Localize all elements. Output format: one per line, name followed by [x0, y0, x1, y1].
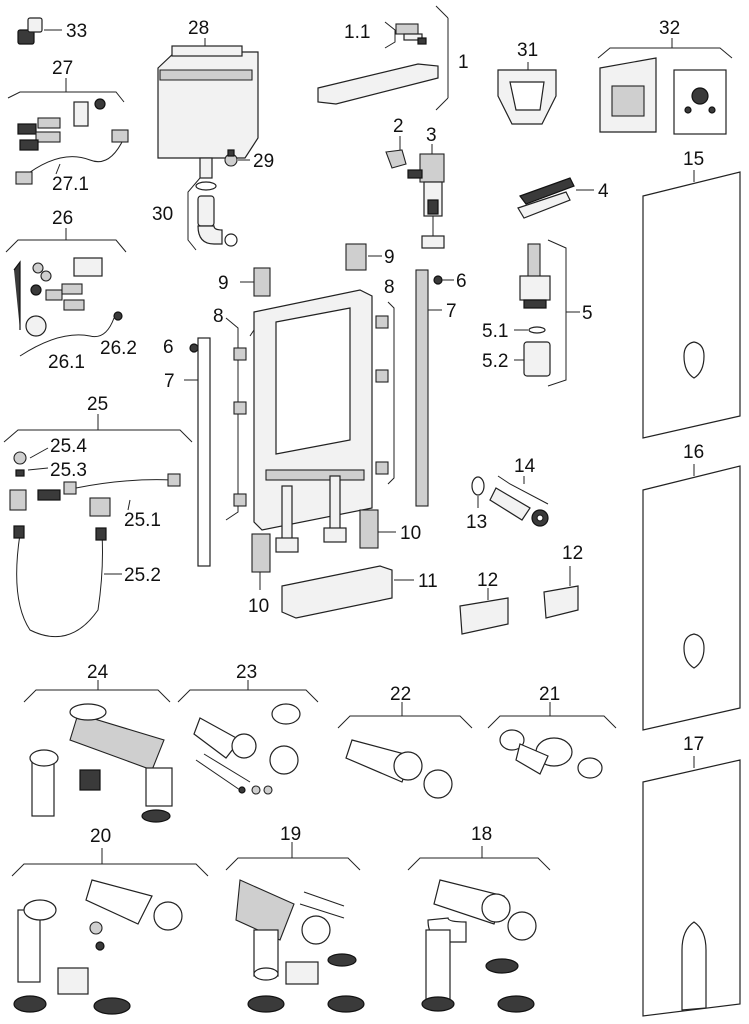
label-6a: 6	[456, 271, 467, 292]
label-8a: 8	[213, 306, 224, 327]
label-25: 25	[87, 394, 108, 415]
part-10-foot-right	[359, 509, 396, 549]
part-9-clip-right	[345, 243, 382, 271]
part-12-cap-right	[543, 566, 579, 619]
label-5: 5	[582, 303, 593, 324]
label-6b: 6	[163, 337, 174, 358]
label-24: 24	[87, 662, 109, 683]
label-13: 13	[466, 512, 487, 533]
part-11-cover	[281, 565, 414, 619]
part-14-pipe	[489, 475, 549, 527]
part-17-front-panel	[642, 756, 741, 1017]
label-15: 15	[683, 149, 704, 170]
label-11: 11	[418, 571, 438, 592]
label-18: 18	[471, 824, 492, 845]
part-10-foot-left	[251, 533, 271, 590]
part-29-small-valve	[224, 149, 250, 167]
label-25.2: 25.2	[124, 565, 161, 586]
label-19: 19	[280, 824, 301, 845]
part-22-drain-pipe	[337, 702, 473, 799]
label-25.3: 25.3	[50, 460, 87, 481]
part-23-drain-set	[177, 680, 319, 795]
part-4-bracket	[517, 177, 594, 219]
part-3-fill-valve	[407, 144, 445, 249]
part-2-clip	[385, 136, 407, 169]
part-7-strip-right	[415, 269, 442, 507]
part-9-clip-left	[240, 267, 271, 297]
part-25-connection-set	[3, 414, 193, 638]
label-27.1: 27.1	[52, 174, 89, 195]
part-5-flush-valve	[519, 239, 580, 387]
part-16-front-panel	[642, 464, 741, 731]
label-7a: 7	[164, 371, 175, 392]
part-26-connection-set	[5, 228, 127, 357]
label-14: 14	[514, 456, 536, 477]
label-16: 16	[683, 442, 704, 463]
part-8-clips-left	[225, 317, 247, 521]
label-10b: 10	[400, 523, 421, 544]
label-5.2: 5.2	[482, 351, 508, 372]
label-23: 23	[236, 662, 257, 683]
label-20: 20	[90, 826, 111, 847]
label-26.2: 26.2	[100, 338, 137, 359]
label-12b: 12	[562, 543, 583, 564]
part-6-screw-right	[433, 275, 454, 285]
label-3: 3	[426, 125, 437, 146]
part-7-strip-left	[184, 337, 211, 567]
label-8b: 8	[384, 277, 395, 298]
label-1.1: 1.1	[344, 22, 370, 43]
part-main-frame	[249, 289, 373, 553]
label-5.1: 5.1	[482, 321, 508, 342]
label-2: 2	[393, 116, 404, 137]
part-8-clips-right	[375, 301, 395, 485]
part-19-drain-set	[225, 842, 365, 1013]
label-29: 29	[253, 151, 274, 172]
part-21-offset-connector	[487, 702, 617, 779]
label-17: 17	[683, 734, 704, 755]
label-4: 4	[598, 181, 609, 202]
part-13-seal	[471, 476, 485, 508]
part-30-bend-pipe	[187, 177, 238, 251]
label-1: 1	[458, 52, 469, 73]
label-27: 27	[52, 58, 73, 79]
part-33-elbow-fitting	[17, 17, 62, 45]
label-25.4: 25.4	[50, 436, 87, 457]
part-31-bracket	[497, 62, 557, 125]
label-28: 28	[188, 18, 209, 39]
label-10a: 10	[248, 596, 269, 617]
part-18-drain-set	[407, 846, 551, 1013]
label-31: 31	[517, 40, 538, 61]
part-24-drain-set	[23, 680, 173, 823]
label-32: 32	[659, 18, 680, 39]
label-26: 26	[52, 208, 73, 229]
part-1-actuator-frame	[317, 5, 449, 111]
part-12-cap-left	[459, 588, 509, 635]
label-33: 33	[66, 21, 87, 42]
label-9a: 9	[218, 273, 229, 294]
label-26.1: 26.1	[48, 352, 85, 373]
part-1.1-small-parts	[384, 21, 427, 49]
label-21: 21	[539, 684, 560, 705]
label-22: 22	[390, 684, 411, 705]
part-27-connection-set	[7, 78, 129, 185]
label-30: 30	[152, 204, 173, 225]
part-20-drain-set	[11, 848, 209, 1015]
label-9b: 9	[384, 247, 395, 268]
label-12a: 12	[477, 570, 498, 591]
label-25.1: 25.1	[124, 510, 161, 531]
part-32-templates	[597, 38, 733, 135]
part-28-cistern	[157, 38, 259, 179]
part-15-front-panel	[642, 170, 741, 439]
part-6-screw-left	[189, 343, 199, 353]
label-7b: 7	[446, 301, 457, 322]
